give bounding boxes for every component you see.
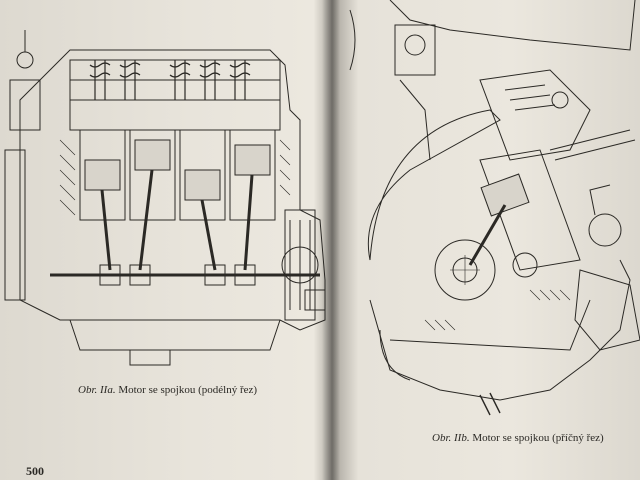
figure-caption-iia: Obr. IIa. Motor se spojkou (podélný řez) [78,384,257,396]
book-gutter [322,0,340,480]
caption-text: Motor se spojkou (podélný řez) [118,384,258,396]
right-page: Obr. IIb. Motor se spojkou (příčný řez) [330,0,640,480]
page-number: 500 [26,464,44,478]
engine-longitudinal-section-drawing [4,30,326,366]
figure-caption-iib: Obr. IIb. Motor se spojkou (příčný řez) [432,432,604,444]
figure-label: Obr. IIa. [78,384,116,396]
engine-cross-section-drawing [349,0,640,416]
caption-text: Motor se spojkou (příčný řez) [472,432,604,444]
figure-label: Obr. IIb. [432,432,470,444]
left-page: Obr. IIa. Motor se spojkou (podélný řez)… [4,30,326,478]
